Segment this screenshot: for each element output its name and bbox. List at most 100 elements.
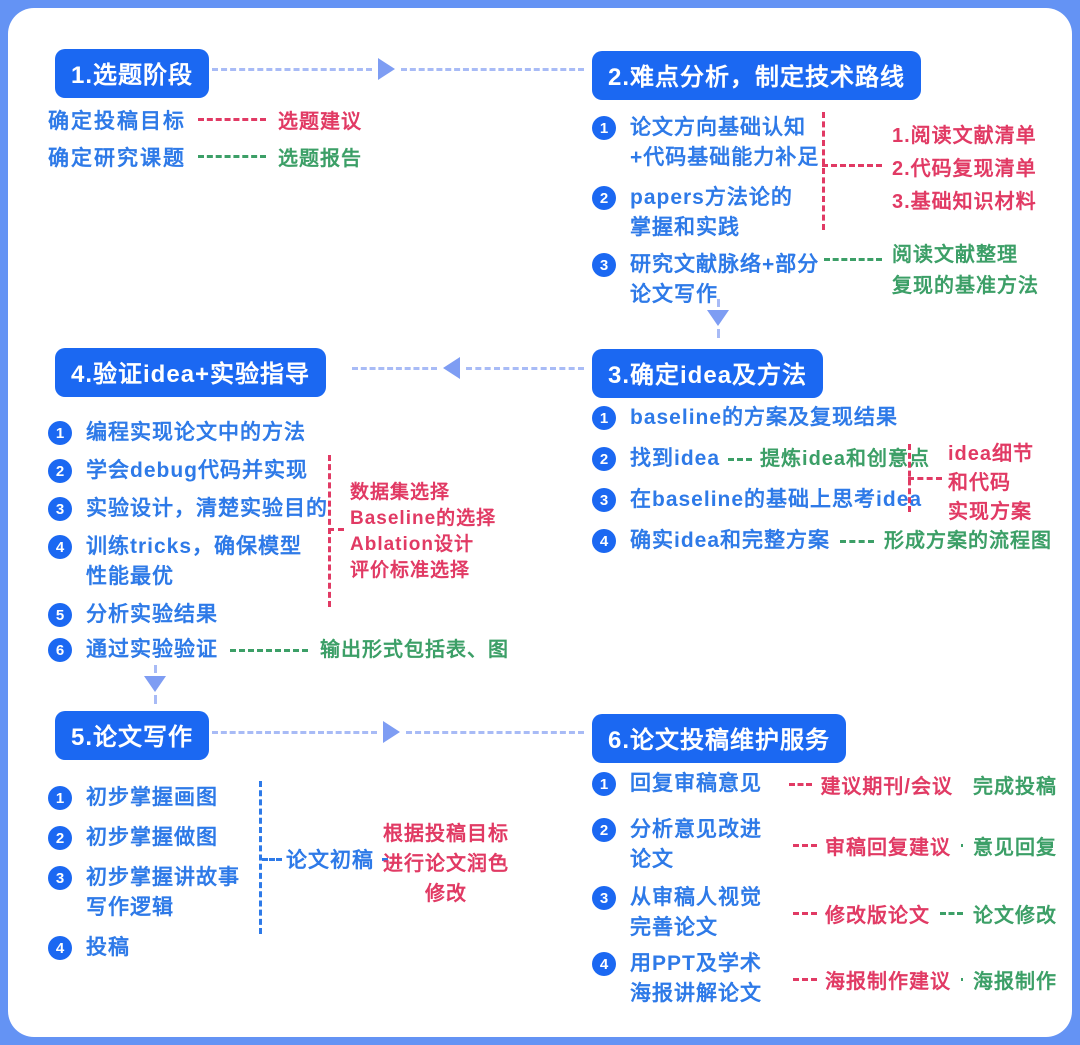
item-line: 论文: [630, 848, 674, 871]
outcome-label: 输出形式包括表、图: [320, 639, 509, 661]
item-number: 1: [48, 786, 72, 810]
list-item: 3 从审稿人视觉 完善论文 修改版论文 论文修改: [592, 883, 1057, 943]
list-item: 4 投稿: [48, 933, 268, 963]
item-line: 实验设计，清楚实验目的: [86, 497, 328, 520]
dashed-connector: [961, 843, 963, 847]
item-text: 学会debug代码并实现: [86, 456, 308, 486]
item-line: 用PPT及学术: [630, 952, 762, 975]
item-line: +代码基础能力补足: [630, 146, 820, 169]
item-text: 回复审稿意见: [630, 769, 781, 799]
item-text: 初步掌握做图: [86, 823, 218, 853]
item-text: 确实idea和完整方案 形成方案的流程图: [630, 526, 1052, 556]
red-connector-line: [822, 112, 825, 230]
item-text: baseline的方案及复现结果: [630, 403, 898, 433]
deliverable-label: idea细节: [948, 443, 1035, 465]
item-line: 初步掌握讲故事: [86, 866, 240, 889]
dashed-line: [406, 730, 584, 734]
item-line: 通过实验验证: [86, 638, 218, 661]
item-line: 训练tricks，确保模型: [86, 535, 303, 558]
item-number: 4: [48, 535, 72, 559]
red-connector-line: [328, 528, 344, 531]
dashed-connector: [262, 857, 282, 861]
dashed-line: [153, 665, 157, 673]
red-connector-line: [328, 455, 331, 607]
stage2-header: 2.难点分析，制定技术路线: [592, 51, 922, 100]
list-item: 1 论文方向基础认知 +代码基础能力补足: [592, 113, 862, 173]
item-text: 编程实现论文中的方法: [86, 418, 306, 448]
item-number: 2: [592, 447, 616, 471]
connector-stage5-stage6: [212, 720, 584, 744]
deliverable-label: 选题建议: [278, 111, 362, 133]
item-text: 通过实验验证 输出形式包括表、图: [86, 635, 509, 665]
item-number: 1: [48, 421, 72, 445]
list-item: 1 baseline的方案及复现结果: [592, 403, 1072, 433]
deliverable-label: 1.阅读文献清单: [892, 125, 1037, 147]
list-item: 3 实验设计，清楚实验目的: [48, 494, 588, 524]
dashed-connector: [789, 782, 813, 786]
connector-stage3-stage4: [352, 356, 584, 380]
stage2-deliverables: 1.阅读文献清单 2.代码复现清单 3.基础知识材料: [892, 120, 1037, 219]
dashed-connector: [728, 457, 753, 461]
deliverable-label: 审稿回复建议: [825, 836, 951, 859]
red-connector-line: [908, 477, 942, 480]
item-number: 1: [592, 116, 616, 140]
item-text: papers方法论的 掌握和实践: [630, 183, 793, 243]
dashed-line: [153, 695, 157, 704]
stage2-items: 1 论文方向基础认知 +代码基础能力补足 2 papers方法论的 掌握和实践 …: [592, 113, 862, 310]
list-item: 3 初步掌握讲故事 写作逻辑: [48, 863, 268, 923]
item-line: 投稿: [86, 936, 130, 959]
item-number: 3: [592, 488, 616, 512]
item-number: 1: [592, 406, 616, 430]
deliverable-label: 修改: [425, 883, 467, 905]
item-line: 学会debug代码并实现: [86, 459, 308, 482]
dashed-connector: [230, 648, 308, 652]
dashed-connector: [961, 977, 963, 981]
deliverable-label: Baseline的选择: [350, 508, 497, 529]
item-number: 3: [48, 866, 72, 890]
item-number: 3: [592, 886, 616, 910]
dashed-line: [716, 329, 720, 338]
stage4-items: 1 编程实现论文中的方法 2 学会debug代码并实现 3 实验设计，清楚实验目…: [48, 418, 588, 665]
stage5-header: 5.论文写作: [55, 711, 210, 760]
item-line: 确实idea和完整方案: [630, 529, 831, 552]
item-line: 海报讲解论文: [630, 982, 762, 1005]
list-item: 确定研究课题 选题报告: [48, 138, 362, 175]
deliverable-label: 和代码: [948, 472, 1011, 494]
item-number: 4: [592, 952, 616, 976]
arrow-right-icon: [378, 58, 395, 80]
deliverable-label: 2.代码复现清单: [892, 158, 1037, 180]
outcome-label: 海报制作: [973, 970, 1057, 993]
item-line: papers方法论的: [630, 186, 793, 209]
green-connector-line: [824, 258, 882, 261]
item-line: 论文方向基础认知: [630, 116, 806, 139]
item-text: 初步掌握画图: [86, 783, 218, 813]
item-number: 2: [48, 826, 72, 850]
stage5-deliverables: 根据投稿目标 进行论文润色 修改: [368, 819, 524, 909]
item-number: 2: [48, 459, 72, 483]
item-line: 完善论文: [630, 916, 718, 939]
arrow-left-icon: [443, 357, 460, 379]
dashed-line: [212, 67, 372, 71]
connector-stage2-stage3: [705, 299, 731, 338]
dashed-connector: [793, 843, 817, 847]
item-line: 回复审稿意见: [630, 772, 762, 795]
outcome-label: 意见回复: [973, 836, 1057, 859]
list-item: 2 papers方法论的 掌握和实践: [592, 183, 862, 243]
canvas-card: [8, 8, 1072, 1037]
item-text: 找到idea 提炼idea和创意点: [630, 444, 930, 474]
list-item: 1 初步掌握画图: [48, 783, 268, 813]
item-text: 确定投稿目标: [48, 109, 186, 133]
item-text: 分析意见改进 论文: [630, 815, 785, 875]
list-item: 5 分析实验结果: [48, 600, 588, 630]
stage4-deliverables: 数据集选择 Baseline的选择 Ablation设计 评价标准选择: [350, 480, 496, 584]
outcome-label: 复现的基准方法: [892, 275, 1039, 297]
outcome-label: 提炼idea和创意点: [760, 448, 931, 470]
outcome-label: 阅读文献整理: [892, 244, 1018, 266]
draft-label: 论文初稿: [286, 849, 374, 872]
item-text: 投稿: [86, 933, 130, 963]
deliverable-label: 3.基础知识材料: [892, 191, 1037, 213]
list-item: 2 初步掌握做图: [48, 823, 268, 853]
stage1-header: 1.选题阶段: [55, 49, 210, 98]
item-number: 1: [592, 772, 616, 796]
